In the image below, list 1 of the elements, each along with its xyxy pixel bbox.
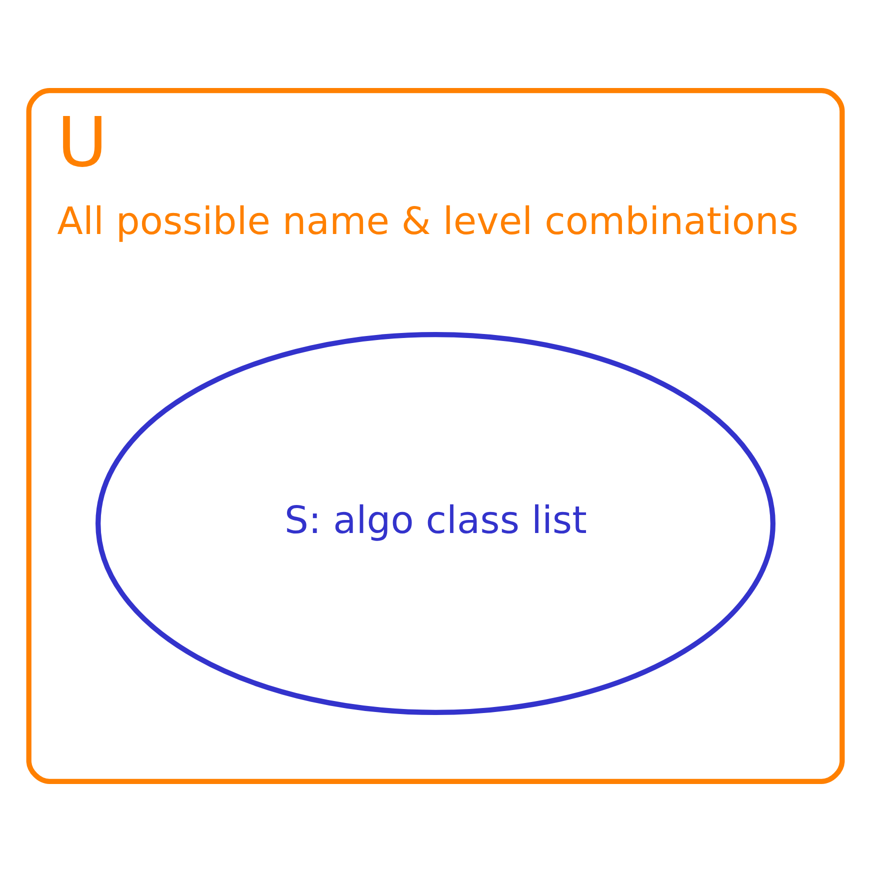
node-ellipse: S: algo class list (96, 332, 776, 716)
